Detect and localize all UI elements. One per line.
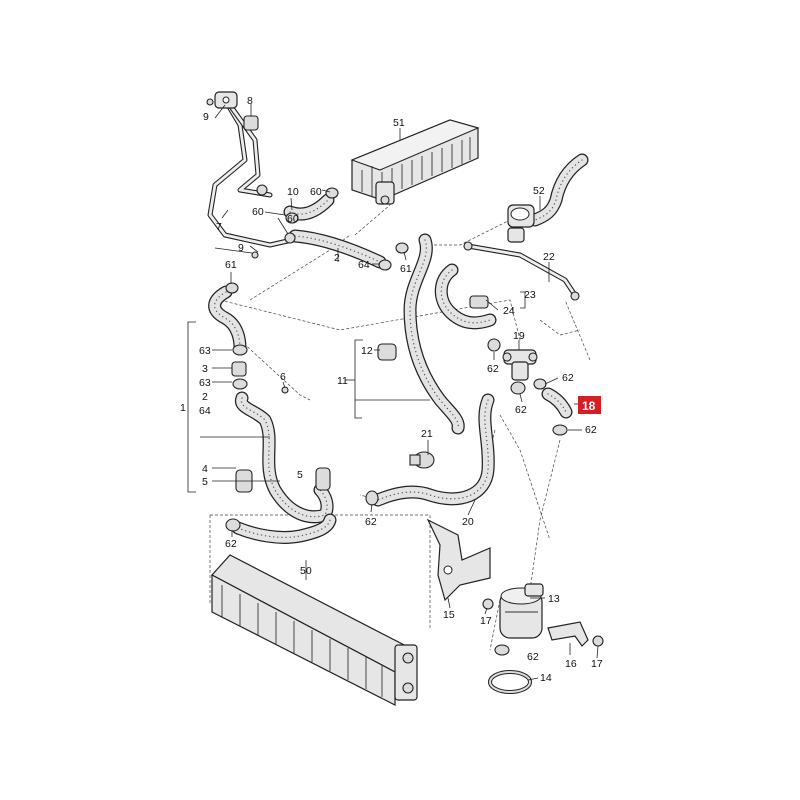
label-64-b: 64 [358, 259, 370, 271]
label-17-b: 17 [591, 658, 603, 670]
label-2-a: 2 [334, 252, 340, 264]
part-19-t-piece [502, 349, 538, 381]
label-5-b: 5 [297, 469, 303, 481]
label-2-b: 2 [202, 391, 208, 403]
label-9-a: 9 [203, 111, 209, 123]
label-23: 23 [524, 289, 536, 301]
label-63-a: 63 [199, 345, 211, 357]
label-64-a: 64 [199, 405, 211, 417]
label-20: 20 [462, 516, 474, 528]
label-19: 19 [513, 330, 525, 342]
label-61-b: 61 [400, 263, 412, 275]
label-6: 6 [280, 371, 286, 383]
label-61-a: 61 [225, 259, 237, 271]
part-4-5-clips [235, 467, 331, 493]
highlighted-part-18[interactable]: 18 [578, 396, 601, 414]
part-16-bracket [547, 621, 589, 647]
label-17-a: 17 [480, 615, 492, 627]
label-21: 21 [421, 428, 433, 440]
label-63-b: 63 [199, 377, 211, 389]
label-13: 13 [548, 593, 560, 605]
label-1: 1 [180, 402, 186, 414]
label-24: 24 [503, 305, 515, 317]
label-15: 15 [443, 609, 455, 621]
label-62-f: 62 [365, 516, 377, 528]
hose-clamps [206, 98, 604, 656]
label-62-a: 62 [487, 363, 499, 375]
leader-lines [187, 104, 599, 681]
label-62-e: 62 [225, 538, 237, 550]
coolant-hoses [208, 153, 589, 544]
label-9-b: 9 [238, 242, 244, 254]
part-21-clip [409, 451, 435, 469]
label-60-a: 60 [310, 186, 322, 198]
label-62-d: 62 [585, 424, 597, 436]
label-16: 16 [565, 658, 577, 670]
label-62-b: 62 [515, 404, 527, 416]
part-14-ring [488, 670, 532, 694]
label-7: 7 [216, 221, 222, 233]
label-51: 51 [393, 117, 405, 129]
part-3-connector [231, 361, 247, 377]
label-14: 14 [540, 672, 552, 684]
label-5-a: 5 [202, 476, 208, 488]
label-22: 22 [543, 251, 555, 263]
part-22-coolant-pipe [463, 241, 580, 301]
label-60-b: 60 [252, 206, 264, 218]
part-50-radiator [211, 554, 418, 706]
label-3: 3 [202, 363, 208, 375]
label-62-g: 62 [527, 651, 539, 663]
part-labels: 51 52 22 23 24 19 62 62 62 62 21 20 12 1… [180, 95, 603, 684]
label-10: 10 [287, 186, 299, 198]
label-12: 12 [361, 345, 373, 357]
label-8: 8 [247, 95, 253, 107]
part-13-coolant-pump [499, 583, 544, 639]
label-50: 50 [300, 565, 312, 577]
label-60-c: 60 [287, 213, 299, 225]
part-12-clip [377, 343, 397, 361]
part-24-clip [469, 295, 489, 309]
part-8-bracket [243, 115, 259, 131]
label-52: 52 [533, 185, 545, 197]
label-4: 4 [202, 463, 208, 475]
label-11: 11 [337, 375, 348, 387]
part-51-heat-exchanger [350, 119, 480, 205]
part-15-bracket [426, 518, 491, 602]
part-52-connector [507, 204, 535, 243]
highlight-badge [578, 396, 601, 414]
label-62-c: 62 [562, 372, 574, 384]
label-18: 18 [582, 399, 596, 413]
